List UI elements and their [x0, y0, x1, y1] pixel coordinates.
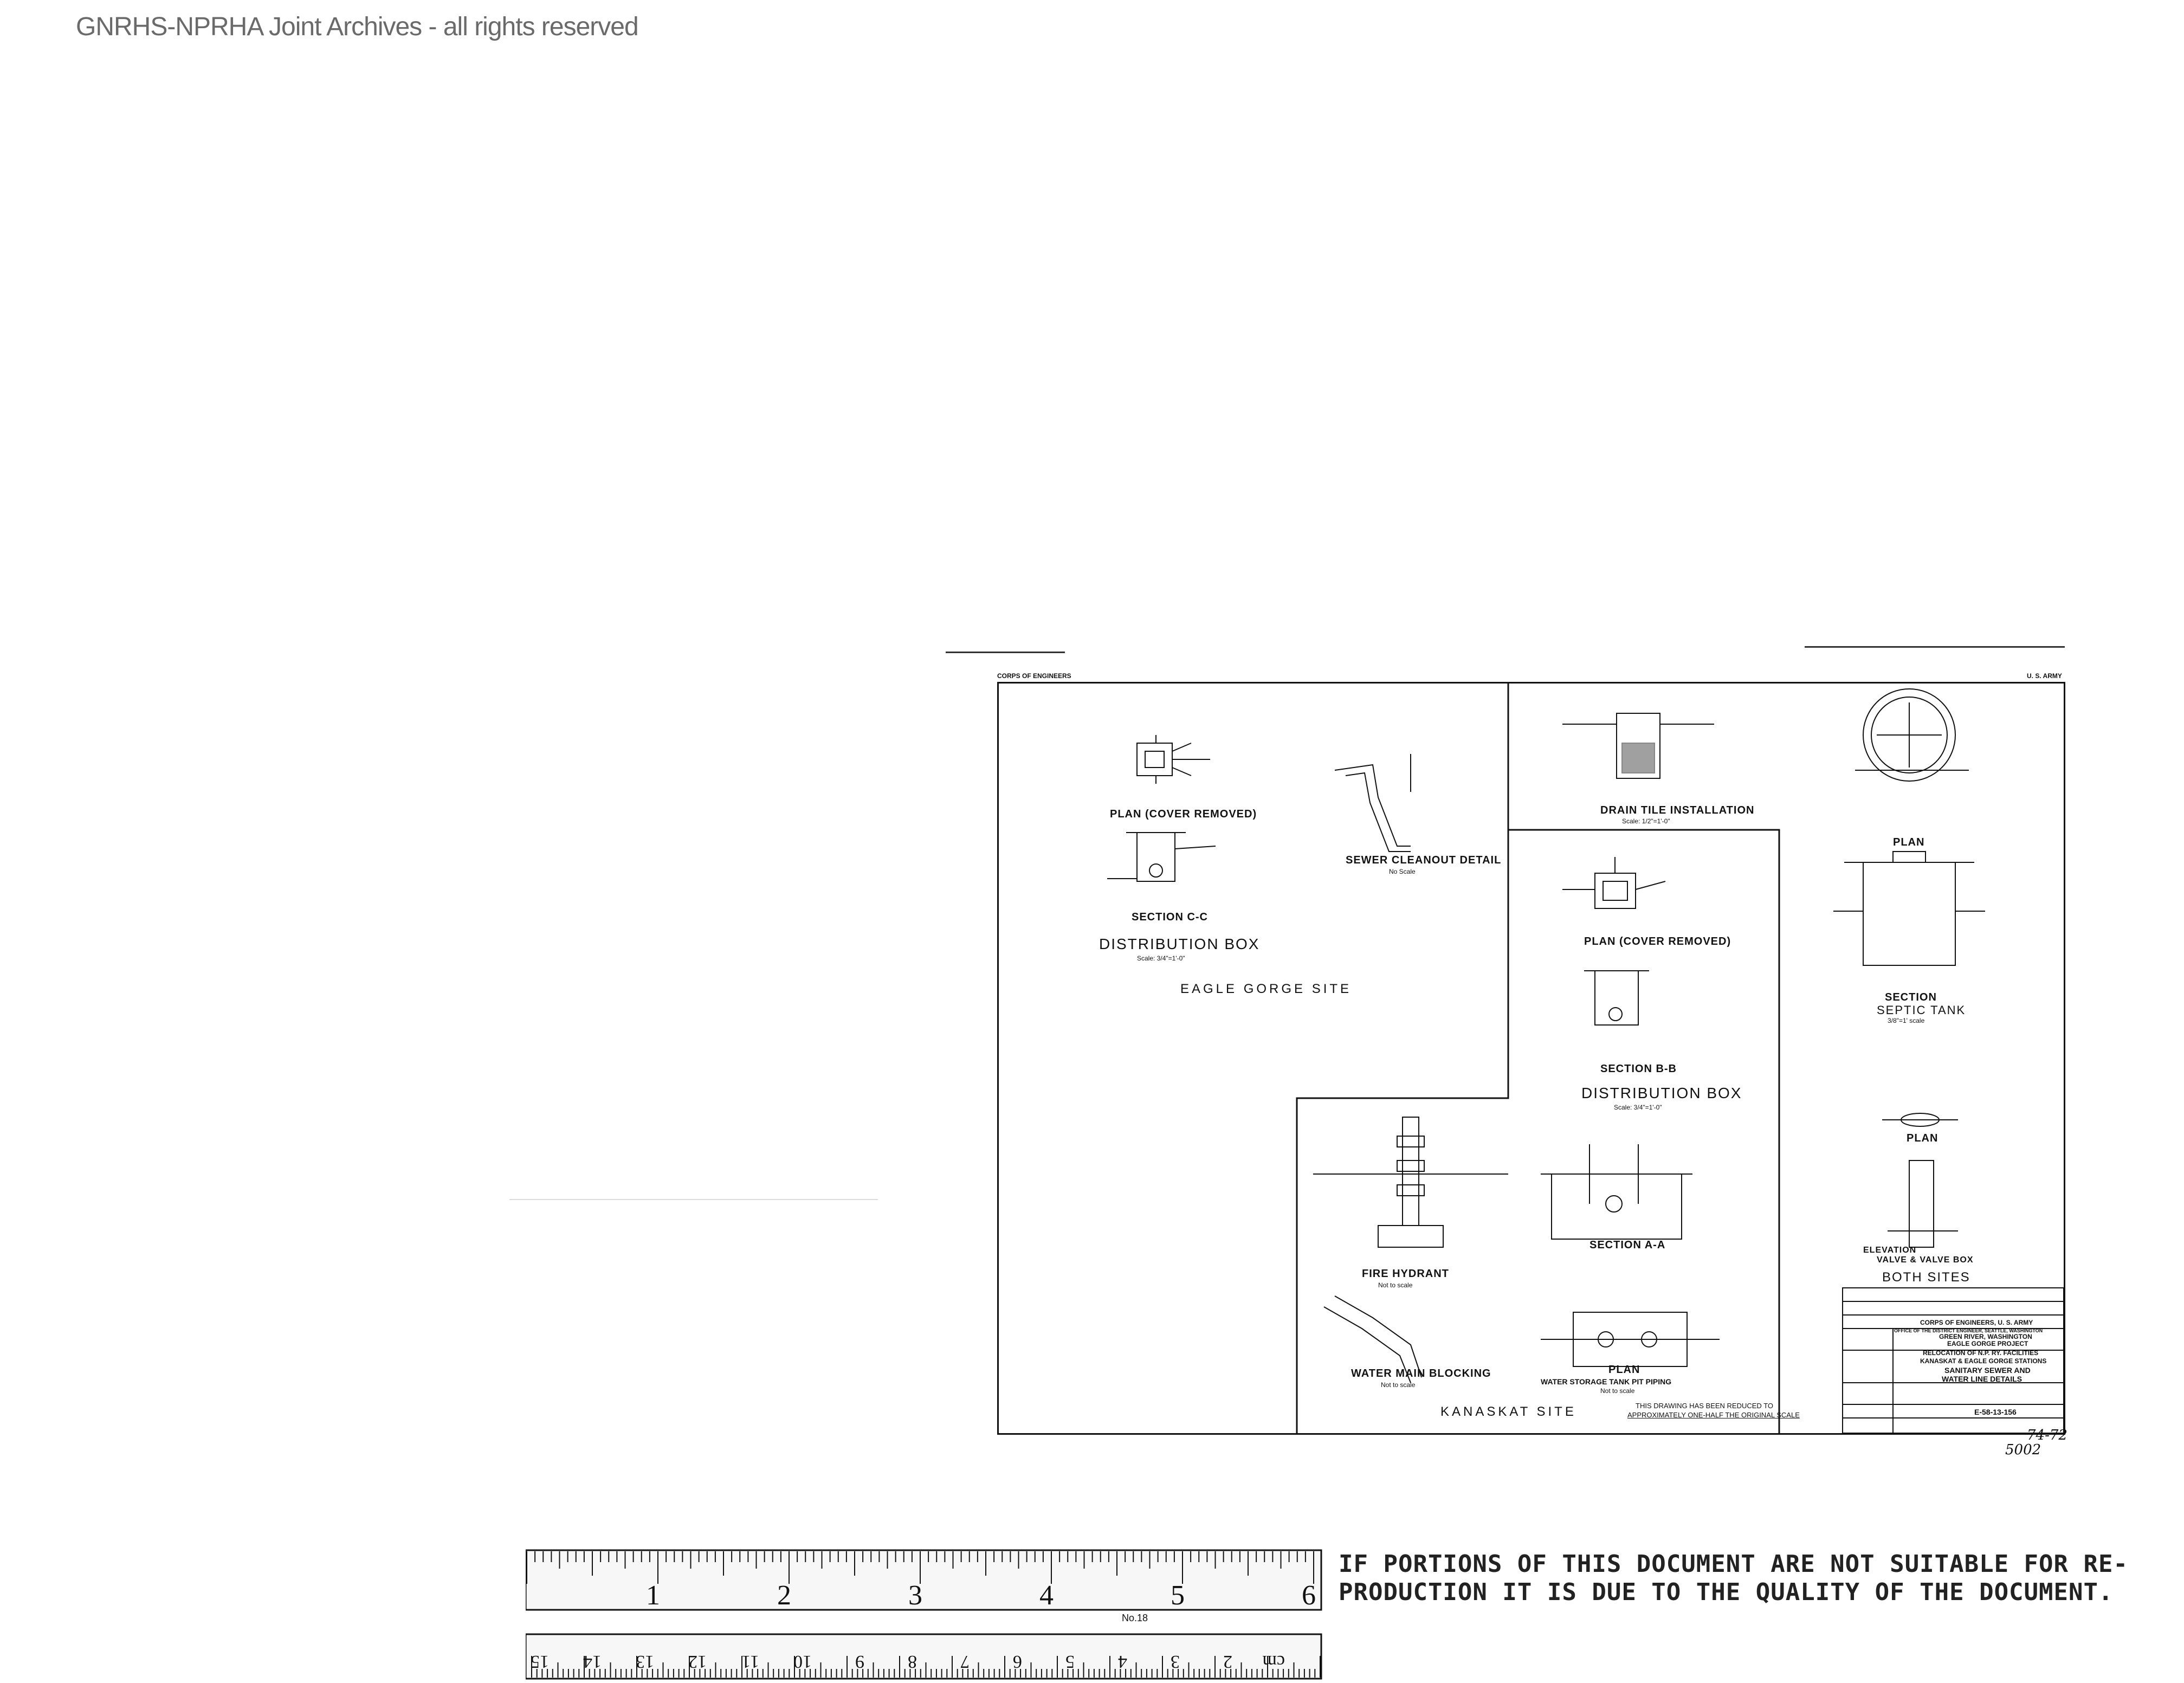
sewer-cleanout-label: SEWER CLEANOUT DETAIL	[1346, 854, 1502, 866]
valve-box-label: VALVE & VALVE BOX	[1877, 1255, 1974, 1265]
eagle-gorge-site-label: EAGLE GORGE SITE	[1180, 982, 1352, 996]
cm-label: 7	[960, 1652, 970, 1672]
water-main-blocking-scale: Not to scale	[1381, 1381, 1416, 1389]
pit-piping-title: WATER STORAGE TANK PIT PIPING	[1541, 1377, 1672, 1386]
cm-label: 2	[1223, 1652, 1232, 1672]
inch-label: 6	[1302, 1580, 1316, 1611]
sheet-header-right: U. S. ARMY	[2027, 672, 2062, 680]
drain-tile-scale: Scale: 1/2"=1'-0"	[1622, 817, 1670, 825]
inch-label: 1	[646, 1580, 660, 1611]
cm-label: 14	[583, 1652, 602, 1672]
top-rule-left	[946, 652, 1065, 653]
septic-section-label: SECTION	[1885, 991, 1937, 1003]
notice-line-1: IF PORTIONS OF THIS DOCUMENT ARE NOT SUI…	[1339, 1550, 2128, 1578]
plan-cc-label: PLAN (COVER REMOVED)	[1110, 808, 1257, 820]
title-block-line-5: RELOCATION OF N.P. RY. FACILITIES	[1923, 1349, 2039, 1357]
title-block-line-4: EAGLE GORGE PROJECT	[1947, 1340, 2028, 1347]
cm-label: 4	[1118, 1652, 1127, 1672]
cm-label: cm	[1262, 1652, 1285, 1672]
title-block-line-1: CORPS OF ENGINEERS, U. S. ARMY	[1920, 1319, 2033, 1326]
middle-distribution-box-title: DISTRIBUTION BOX	[1581, 1085, 1742, 1101]
reproduction-notice: IF PORTIONS OF THIS DOCUMENT ARE NOT SUI…	[1339, 1550, 2130, 1615]
notice-line-2: PRODUCTION IT IS DUE TO THE QUALITY OF T…	[1339, 1578, 2114, 1606]
plan-bb-label: PLAN (COVER REMOVED)	[1584, 936, 1731, 947]
title-block-line-3: GREEN RIVER, WASHINGTON	[1939, 1333, 2032, 1340]
valve-elevation-label: ELEVATION	[1863, 1246, 1917, 1255]
fire-hydrant-label: FIRE HYDRANT	[1362, 1268, 1449, 1280]
section-bb-label: SECTION B-B	[1600, 1063, 1677, 1075]
drawing-sheet: PLAN (COVER REMOVED) SECTION C-C DISTRIB…	[997, 682, 2065, 1435]
cm-label: 10	[793, 1652, 812, 1672]
ruler-model-number: No.18	[1122, 1613, 1148, 1623]
cm-label: 15	[531, 1652, 549, 1672]
valve-plan-label: PLAN	[1907, 1132, 1939, 1144]
drain-tile-label: DRAIN TILE INSTALLATION	[1600, 804, 1755, 816]
title-block-line-2: OFFICE OF THE DISTRICT ENGINEER, SEATTLE…	[1894, 1328, 2043, 1333]
septic-tank-scale: 3/8"=1' scale	[1888, 1017, 1925, 1024]
eagle-distribution-box-title: DISTRIBUTION BOX	[1099, 936, 1260, 952]
middle-distribution-box-scale: Scale: 3/4"=1'-0"	[1614, 1104, 1662, 1111]
inch-label: 2	[777, 1580, 791, 1611]
cm-label: 3	[1171, 1652, 1180, 1672]
title-block-line-8: WATER LINE DETAILS	[1942, 1375, 2023, 1383]
kanaskat-site-label: KANASKAT SITE	[1440, 1404, 1576, 1419]
water-main-blocking-label: WATER MAIN BLOCKING	[1351, 1368, 1491, 1379]
pit-plan-label: PLAN	[1608, 1364, 1640, 1376]
cm-label: 13	[636, 1652, 654, 1672]
section-aa-label: SECTION A-A	[1589, 1239, 1666, 1251]
inch-label: 4	[1039, 1580, 1054, 1611]
archive-watermark: GNRHS-NPRHA Joint Archives - all rights …	[76, 12, 639, 41]
cm-label: 9	[855, 1652, 864, 1672]
inch-label: 5	[1171, 1580, 1185, 1611]
title-block-line-7: SANITARY SEWER AND	[1944, 1366, 2031, 1375]
cm-label: 11	[741, 1652, 759, 1672]
scan-mark-line	[509, 1199, 878, 1200]
reduced-note-2: APPROXIMATELY ONE-HALF THE ORIGINAL SCAL…	[1627, 1411, 1800, 1419]
section-cc-label: SECTION C-C	[1132, 911, 1208, 923]
cm-label: 5	[1065, 1652, 1075, 1672]
eagle-distribution-box-scale: Scale: 3/4"=1'-0"	[1137, 955, 1185, 962]
handwritten-number-a: 74-72	[2027, 1427, 2067, 1443]
drawing-linework	[1107, 683, 2064, 1433]
reduced-note-1: THIS DRAWING HAS BEEN REDUCED TO	[1636, 1402, 1774, 1410]
inch-label: 3	[908, 1580, 922, 1611]
pit-piping-scale: Not to scale	[1600, 1387, 1635, 1395]
cm-label: 6	[1013, 1652, 1022, 1672]
title-block-line-6: KANASKAT & EAGLE GORGE STATIONS	[1920, 1357, 2047, 1365]
sewer-cleanout-scale: No Scale	[1389, 868, 1416, 875]
manhole-plan-label: PLAN	[1893, 836, 1925, 848]
drawing-number: E-58-13-156	[1974, 1408, 2017, 1416]
top-rule-right	[1805, 646, 2065, 648]
septic-tank-title: SEPTIC TANK	[1877, 1003, 1966, 1017]
sheet-header-left: CORPS OF ENGINEERS	[997, 672, 1071, 680]
cm-label: 8	[908, 1652, 917, 1672]
cm-label: 12	[688, 1652, 707, 1672]
both-sites-label: BOTH SITES	[1882, 1270, 1970, 1285]
fire-hydrant-scale: Not to scale	[1378, 1281, 1413, 1289]
handwritten-number-b: 5002	[2005, 1442, 2041, 1458]
